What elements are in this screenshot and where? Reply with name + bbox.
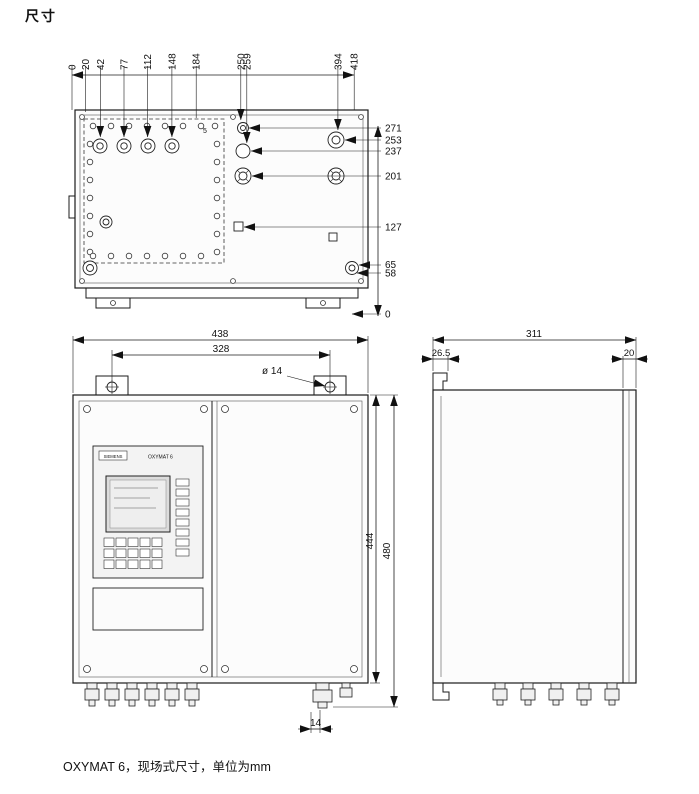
top-view-note: 5 (203, 128, 207, 135)
dim-label-y127: 127 (385, 223, 402, 234)
dim-label-y237: 237 (385, 147, 402, 158)
dim-label-26-5: 26.5 (432, 348, 451, 359)
dim-label-20: 20 (624, 348, 635, 359)
dim-label-x42: 42 (96, 58, 107, 70)
side-view-dimensions: 311 26.5 20 (421, 329, 648, 388)
dim-label-x418: 418 (350, 53, 361, 70)
figure-caption: OXYMAT 6，现场式尺寸，单位为mm (63, 760, 271, 774)
page-title: 尺寸 (25, 8, 57, 24)
front-view-control-panel: SIEMENS OXYMAT 6 (92, 445, 204, 631)
top-view-fittings: 5 (82, 122, 359, 276)
dim-label-14: 14 (310, 718, 322, 729)
front-view-dimensions: 438 328 ø 14 444 480 14 (72, 329, 398, 733)
front-view: SIEMENS OXYMAT 6 (72, 329, 398, 733)
side-view: 311 26.5 20 (421, 329, 648, 706)
top-view: 5 0 20 42 77 112 148 (68, 53, 403, 321)
panel-brand-label: SIEMENS (104, 454, 123, 459)
dim-label-x112: 112 (143, 54, 154, 70)
front-view-cable-glands (84, 682, 353, 709)
dim-label-x184: 184 (192, 53, 203, 70)
dim-label-x259: 259 (242, 53, 253, 70)
side-view-cable-glands (492, 682, 620, 706)
dim-label-hole-dia: ø 14 (262, 366, 282, 377)
dim-label-311: 311 (526, 329, 542, 340)
dim-label-y201: 201 (385, 172, 402, 183)
dim-label-x0: 0 (68, 64, 79, 70)
dim-label-y65: 65 (385, 260, 397, 271)
panel-model-label: OXYMAT 6 (148, 455, 173, 461)
dim-label-x250: 250 (236, 53, 247, 70)
dim-label-444: 444 (365, 532, 376, 549)
top-view-body (68, 109, 369, 309)
dim-label-x77: 77 (120, 58, 131, 70)
dim-label-y253: 253 (385, 136, 402, 147)
dim-label-y58: 58 (385, 269, 397, 280)
dim-label-x394: 394 (333, 53, 344, 70)
dim-label-438: 438 (212, 329, 229, 340)
top-view-y-dimensions: 271 253 237 201 127 65 58 0 (243, 124, 402, 321)
dim-label-328: 328 (213, 344, 230, 355)
dim-label-x20: 20 (81, 58, 92, 70)
dim-label-480: 480 (382, 542, 393, 559)
dim-label-x148: 148 (167, 53, 178, 70)
side-view-body (432, 372, 637, 701)
dim-label-y271: 271 (385, 124, 402, 135)
top-view-x-dimensions: 0 20 42 77 112 148 184 250 259 394 418 (68, 53, 361, 144)
dim-label-y0: 0 (385, 310, 391, 321)
